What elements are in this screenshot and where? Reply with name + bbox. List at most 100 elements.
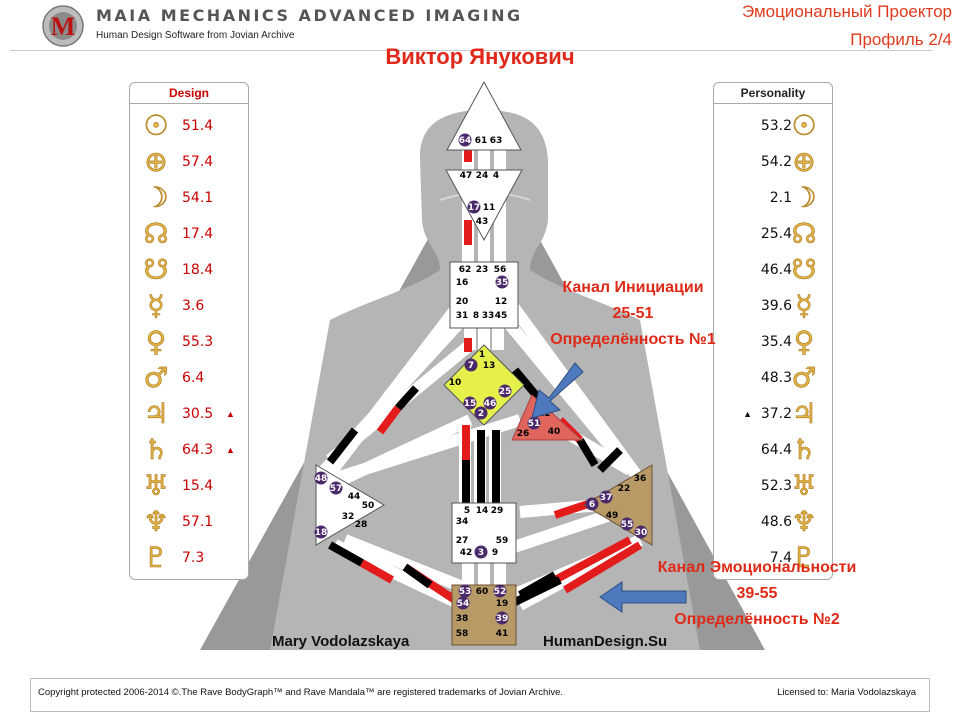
gate-line-value: 51.4 [182, 118, 214, 134]
exalted-marker-icon: ▲ [743, 409, 752, 419]
gate-46-activation [483, 396, 497, 410]
gate-17-label: 17 [468, 203, 481, 213]
gate-5-label: 5 [464, 506, 470, 516]
gate-line-value: 15.4 [182, 478, 214, 494]
mars-icon: ♂ [143, 361, 169, 395]
annotation-channel-emotional: Канал Эмоциональности 39-55 Определённос… [624, 555, 890, 633]
personality-row-earth: ⊕54.2 [714, 145, 832, 179]
channel-36-personality [597, 447, 623, 473]
uranus-icon: ♅ [791, 469, 817, 503]
gate-39-label: 39 [496, 614, 509, 624]
app-subtitle: Human Design Software from Jovian Archiv… [96, 30, 295, 41]
person-name: Виктор Янукович [385, 44, 575, 69]
gate-line-value: 57.1 [182, 514, 214, 530]
design-row-south-node: ☋18.4 [130, 253, 248, 287]
gate-2-label: 2 [478, 409, 484, 419]
design-row-saturn: ♄64.3▲ [130, 433, 248, 467]
gate-61-label: 61 [475, 136, 488, 146]
uranus-icon: ♅ [143, 469, 169, 503]
gate-60-label: 60 [476, 587, 489, 597]
gate-line-value: 64.4 [760, 442, 792, 458]
gate-48-label: 48 [315, 474, 328, 484]
jupiter-icon: ♃ [791, 397, 817, 431]
personality-row-jupiter: ♃37.2▲ [714, 397, 832, 431]
channel-39-design [562, 541, 643, 594]
gate-line-value: 25.4 [760, 226, 792, 242]
personality-row-south-node: ☋46.4 [714, 253, 832, 287]
gate-37-activation [599, 490, 613, 504]
gate-line-value: 7.4 [769, 550, 792, 566]
gate-52-activation [493, 584, 507, 598]
channels [315, 140, 645, 611]
south-node-icon: ☋ [791, 253, 817, 287]
gate-20-label: 20 [456, 297, 469, 307]
sun-icon: ☉ [791, 109, 817, 143]
jupiter-icon: ♃ [143, 397, 169, 431]
personality-row-uranus: ♅52.3 [714, 469, 832, 503]
gate-25-label: 25 [499, 387, 512, 397]
gate-line-value: 52.3 [760, 478, 792, 494]
gate-44-label: 44 [348, 492, 361, 502]
site-signature: HumanDesign.Su [543, 633, 668, 650]
channel-18-design [360, 559, 394, 584]
gate-3-label: 3 [478, 548, 484, 558]
gate-30-activation [634, 525, 648, 539]
personality-row-neptune: ♆48.6 [714, 505, 832, 539]
gate-line-value: 54.1 [182, 190, 214, 206]
gate-32-label: 32 [342, 512, 355, 522]
channel-25-personality [511, 367, 544, 403]
gate-line-value: 46.4 [760, 262, 792, 278]
personality-row-mars: ♂48.3 [714, 361, 832, 395]
gate-58-label: 58 [456, 629, 469, 639]
footer [30, 678, 930, 712]
annotation-arrows [531, 362, 687, 613]
gate-38-label: 38 [456, 614, 469, 624]
gate-59-label: 59 [496, 536, 509, 546]
annotation-title: Канал Инициации [562, 279, 704, 296]
gate-18-label: 18 [315, 528, 328, 538]
north-node-icon: ☊ [791, 217, 817, 251]
gate-54-label: 54 [457, 599, 470, 609]
gate-3-activation [474, 545, 488, 559]
personality-panel-title: Personality [714, 83, 832, 104]
gate-35-activation [495, 275, 509, 289]
gate-49-label: 49 [606, 511, 619, 521]
neptune-icon: ♆ [791, 505, 817, 539]
saturn-icon: ♄ [791, 433, 817, 467]
gate-line-value: 6.4 [182, 370, 205, 386]
gate-line-value: 2.1 [769, 190, 792, 206]
venus-icon: ♀ [145, 325, 167, 359]
gate-18-activation [314, 525, 328, 539]
license-text: Licensed to: Maria Vodolazskaya [777, 687, 916, 698]
channel-18 [503, 511, 612, 554]
moon-icon: ☽ [143, 181, 169, 215]
saturn-icon: ♄ [143, 433, 169, 467]
gate-line-value: 7.3 [182, 550, 205, 566]
personality-row-venus: ♀35.4 [714, 325, 832, 359]
gate-42-label: 42 [460, 548, 473, 558]
gate-16-label: 16 [456, 278, 469, 288]
gate-55-activation [620, 517, 634, 531]
design-row-uranus: ♅ 15.4 [130, 469, 248, 503]
head-center [446, 80, 522, 151]
type-label: Эмоциональный Проектор [741, 2, 952, 21]
gate-23-label: 23 [476, 265, 489, 275]
gate-7-label: 7 [468, 361, 474, 371]
personality-panel: Personality ☉53.2⊕54.2☽2.1☊25.4☋46.4☿39.… [713, 82, 833, 580]
gate-52-label: 52 [494, 587, 507, 597]
gate-line-value: 48.6 [760, 514, 792, 530]
gate-31-label: 31 [456, 311, 469, 321]
author-signature: Mary Vodolazskaya [272, 633, 410, 650]
gate-55-label: 55 [621, 520, 634, 530]
gate-26-label: 26 [517, 429, 530, 439]
neptune-icon: ♆ [143, 505, 169, 539]
gate-10-label: 10 [449, 378, 462, 388]
mercury-icon: ☿ [795, 289, 813, 323]
gate-line-value: 57.4 [182, 154, 214, 170]
ajna-center [445, 169, 523, 242]
gate-4-label: 4 [493, 171, 499, 181]
gate-24-label: 24 [476, 171, 489, 181]
gate-48-activation [314, 471, 328, 485]
throat-center [449, 261, 519, 329]
